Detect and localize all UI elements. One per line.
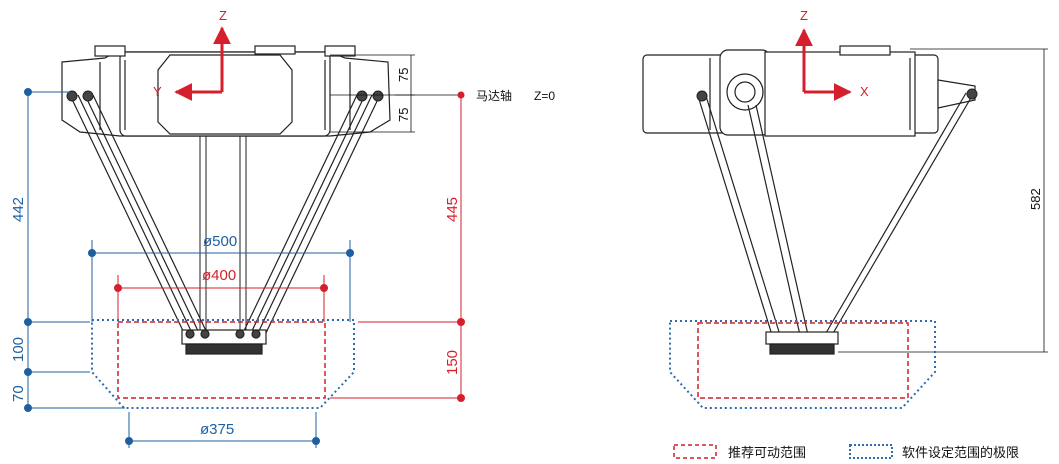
front-recommended-range <box>117 321 326 399</box>
front-arms <box>69 94 381 336</box>
side-software-limit-range <box>669 320 936 409</box>
dim-70: 70 <box>10 385 27 402</box>
legend-limit-label: 软件设定范围的极限 <box>902 445 1019 461</box>
side-axis-x-label: X <box>860 84 869 99</box>
legend-limit-swatch <box>849 444 893 459</box>
dim-75-bottom: 75 <box>396 108 411 122</box>
side-base-housing <box>642 45 976 137</box>
dim-d400: ø400 <box>202 267 236 284</box>
z0-label: Z=0 <box>534 89 555 103</box>
legend-recommended-swatch <box>673 444 717 459</box>
dim-d500: ø500 <box>203 233 237 250</box>
front-axis-z-label: Z <box>219 8 227 23</box>
dim-442: 442 <box>10 197 27 222</box>
front-end-effector <box>181 329 267 355</box>
front-view: Z Y 75 75 马达轴 Z=0 445 150 <box>10 8 555 448</box>
legend-recommended-label: 推荐可动范围 <box>728 446 806 461</box>
side-arms <box>697 92 973 336</box>
side-end-effector <box>765 331 839 355</box>
dim-150: 150 <box>444 350 461 375</box>
legend: 推荐可动范围 软件设定范围的极限 <box>673 444 1019 461</box>
side-recommended-range <box>697 322 909 399</box>
front-axis-y-label: Y <box>153 84 162 99</box>
side-view: Z X 582 <box>642 8 1048 409</box>
dim-100: 100 <box>10 337 27 362</box>
front-software-limit-range <box>91 319 355 409</box>
dim-d375: ø375 <box>200 421 234 438</box>
dim-75-top: 75 <box>396 68 411 82</box>
dim-582: 582 <box>1028 188 1043 210</box>
motor-axis-label: 马达轴 <box>476 88 512 103</box>
front-base-housing <box>61 45 391 137</box>
side-axis-z-label: Z <box>800 8 808 23</box>
dim-445: 445 <box>444 197 461 222</box>
